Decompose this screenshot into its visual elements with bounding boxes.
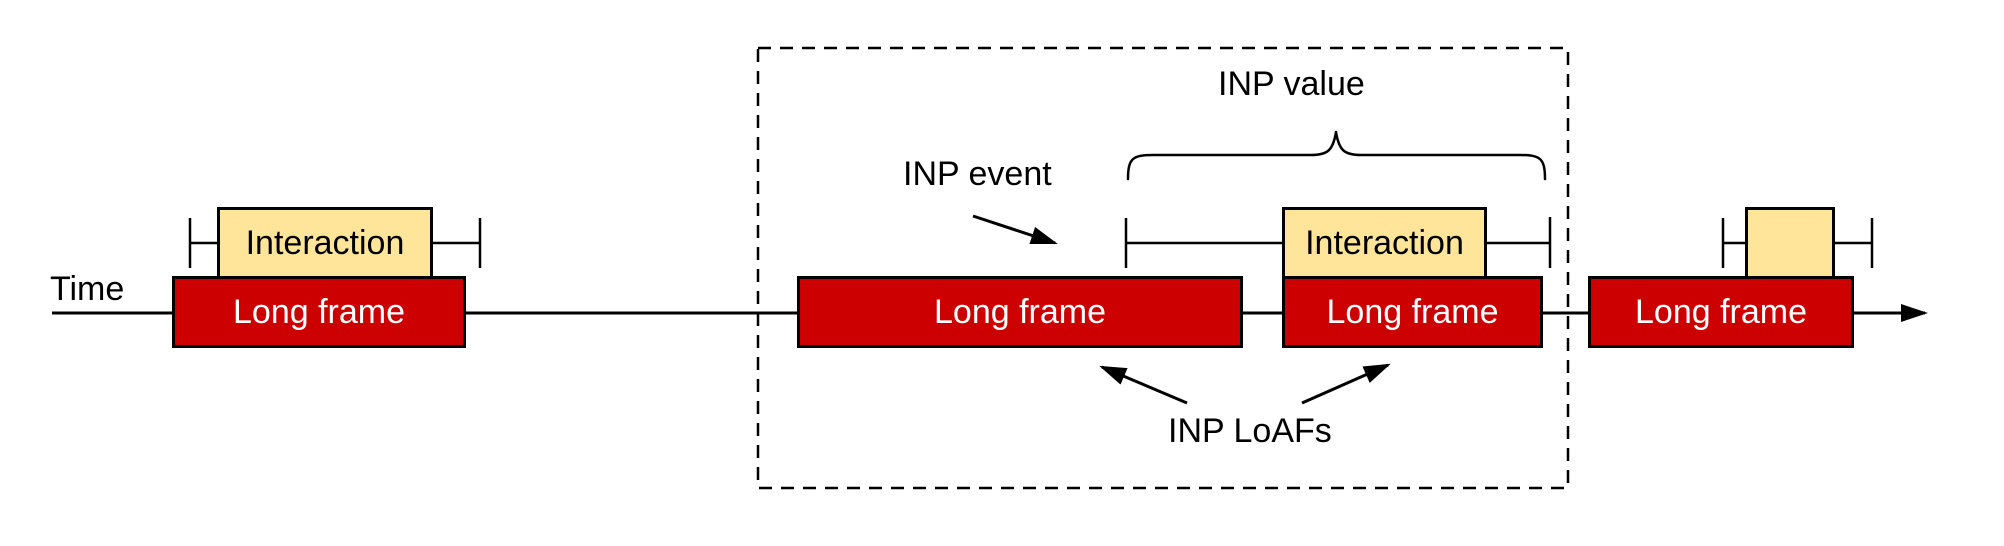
long-frame-3-label: Long frame — [1326, 293, 1499, 331]
interaction-3-whiskers — [1721, 218, 1874, 268]
inp-event-arrow — [972, 214, 1058, 245]
inp-loafs-right-arrow — [1301, 363, 1391, 405]
long-frame-1: Long frame — [172, 276, 466, 348]
dashed-region-border — [756, 46, 1570, 490]
interaction-1: Interaction — [217, 207, 433, 279]
interaction-1-whiskers — [188, 218, 482, 268]
interaction-1-label: Interaction — [245, 224, 405, 262]
inp-event-label: INP event — [903, 155, 1052, 193]
interaction-2-label: Interaction — [1305, 224, 1464, 262]
long-frame-2-label: Long frame — [934, 293, 1106, 331]
time-axis-label: Time — [50, 270, 125, 308]
long-frame-4-label: Long frame — [1635, 293, 1807, 331]
interaction-3 — [1745, 207, 1835, 279]
inp-loafs-left-arrow — [1099, 365, 1188, 405]
inp-loafs-label: INP LoAFs — [1168, 412, 1332, 450]
long-frame-1-label: Long frame — [233, 293, 405, 331]
interaction-2-whiskers — [1124, 217, 1552, 268]
long-frame-4: Long frame — [1588, 276, 1854, 348]
interaction-2: Interaction — [1282, 207, 1487, 279]
long-frame-3: Long frame — [1282, 276, 1543, 348]
long-frame-2: Long frame — [797, 276, 1243, 348]
inp-value-brace — [1126, 130, 1547, 181]
inp-value-label: INP value — [1218, 65, 1365, 103]
